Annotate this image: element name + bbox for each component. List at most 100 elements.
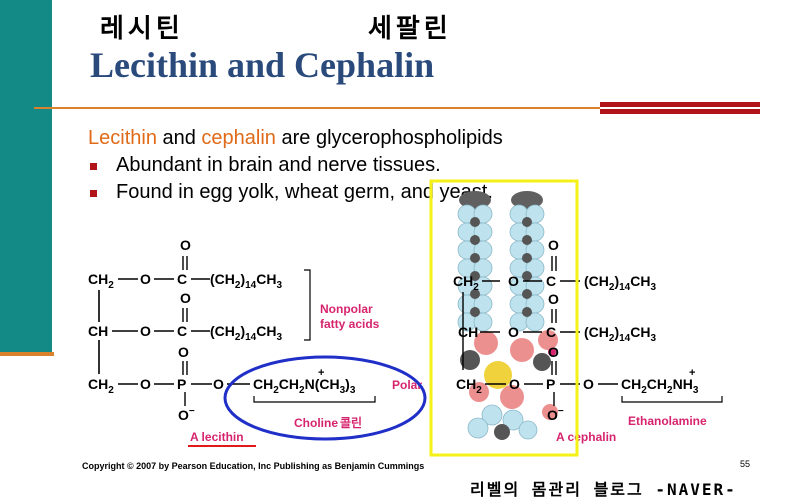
bullet-text-1: Abundant in brain and nerve tissues.	[116, 154, 441, 176]
title-divider-line	[34, 107, 760, 109]
tail-carbon	[522, 253, 532, 263]
phosphoryl-oxygen: O	[548, 344, 559, 360]
choline-bracket	[253, 396, 376, 403]
blog-watermark: 리벨의 몸관리 블로그 -NAVER-	[470, 480, 737, 499]
oxygen-sphere	[542, 404, 558, 420]
carbon-sphere	[533, 353, 551, 371]
carbonyl-oxygen: O	[180, 290, 191, 306]
oxygen-sphere	[510, 338, 534, 362]
choline-label-text: Choline	[294, 416, 338, 430]
tail-hydrogen	[525, 312, 545, 332]
oxygen-atom: O	[583, 376, 594, 392]
carbon-atom: C	[546, 324, 556, 340]
copyright-footer: Copyright © 2007 by Pearson Education, I…	[82, 461, 425, 471]
intro-term-lecithin: Lecithin	[88, 127, 157, 149]
page-number: 55	[740, 459, 751, 469]
cephalin-caption: A cephalin	[556, 430, 616, 444]
phosphorus-sphere	[484, 361, 512, 389]
intro-sentence: Lecithin and cephalin are glycerophospho…	[88, 127, 503, 150]
carbon-sphere	[460, 350, 480, 370]
head-hydrogen	[481, 404, 503, 426]
ch-group: CH	[458, 324, 478, 340]
tail-carbon	[522, 271, 532, 281]
tail-hydrogen	[473, 312, 493, 332]
oxygen-atom: O	[509, 376, 520, 392]
head-hydrogen	[502, 409, 524, 431]
cephalin-structure: CH2 O C O (CH2)14CH3 CH O C O (CH2)14CH3…	[453, 237, 723, 444]
fatty-acid-bracket	[304, 269, 311, 341]
bullet-marker	[90, 190, 97, 197]
tail-carbon	[470, 271, 480, 281]
tail-carbon	[522, 289, 532, 299]
oxide-anion: O−	[547, 406, 564, 423]
carbon-atom: C	[546, 273, 556, 289]
oxygen-sphere	[538, 330, 558, 350]
ch2-group: CH2	[88, 376, 114, 396]
carbonyl-oxygen: O	[548, 291, 559, 307]
phosphoryl-oxygen: O	[178, 344, 189, 360]
choline-korean-text: 콜린	[340, 415, 362, 430]
lecithin-structure: CH2 O C O (CH2)14CH3 CH O C O (CH2)14CH3…	[88, 237, 427, 447]
head-hydrogen	[518, 420, 538, 440]
intro-rest: are glycerophospholipids	[275, 127, 503, 149]
ch2-group: CH2	[88, 271, 114, 291]
oxygen-atom: O	[213, 376, 224, 392]
handwritten-lecithin-korean: 레시틴	[100, 14, 184, 44]
charge-dot	[548, 348, 556, 356]
oxygen-atom: O	[140, 376, 151, 392]
intro-term-cephalin: cephalin	[201, 127, 276, 149]
tail-carbon	[470, 235, 480, 245]
fatty-chain: (CH2)14CH3	[210, 323, 282, 343]
head-hydrogen	[467, 417, 489, 439]
tail-right	[509, 191, 545, 332]
oxygen-atom: O	[508, 273, 519, 289]
ch2-group: CH2	[456, 376, 482, 396]
ch-group: CH	[88, 323, 108, 339]
positive-charge: +	[318, 367, 324, 379]
ethanolamine-label: Ethanolamine	[628, 414, 707, 428]
fatty-chain: (CH2)14CH3	[584, 324, 656, 344]
highlight-box	[429, 179, 579, 457]
intro-and: and	[156, 127, 202, 149]
tail-carbon	[470, 307, 480, 317]
polar-head-ellipse	[223, 355, 427, 441]
phosphorus-atom: P	[177, 376, 186, 392]
sidebar-orange-edge	[0, 352, 54, 356]
slide-title: Lecithin and Cephalin	[90, 45, 435, 85]
fatty-acids-label: fatty acids	[320, 317, 380, 331]
fatty-chain: (CH2)14CH3	[210, 271, 282, 291]
space-filling-model	[457, 191, 558, 440]
polar-label: Polar	[392, 378, 422, 392]
title-divider-accent-gap	[600, 107, 760, 109]
tail-carbon	[522, 307, 532, 317]
carbonyl-oxygen: O	[548, 237, 559, 253]
oxygen-atom: O	[140, 271, 151, 287]
ethanolamine-bracket	[621, 396, 723, 403]
lecithin-caption: A lecithin	[190, 430, 244, 444]
tail-atom-cap	[511, 191, 543, 209]
oxygen-sphere	[500, 385, 524, 409]
fatty-chain: (CH2)14CH3	[584, 273, 656, 293]
oxide-anion: O−	[178, 406, 195, 423]
carbon-atom: C	[177, 271, 187, 287]
model-head	[460, 330, 558, 440]
bullet-marker	[90, 163, 97, 170]
nitrogen-sphere	[494, 424, 510, 440]
nonpolar-label: Nonpolar	[320, 302, 373, 316]
phosphorus-atom: P	[546, 376, 555, 392]
tail-atom-cap	[459, 191, 491, 209]
tail-carbon	[470, 289, 480, 299]
teal-sidebar-bar	[0, 0, 52, 355]
tail-carbon	[522, 217, 532, 227]
ch2-group: CH2	[453, 273, 479, 293]
tail-left	[457, 191, 493, 332]
oxygen-sphere	[474, 331, 498, 355]
oxygen-atom: O	[140, 323, 151, 339]
tail-carbon	[522, 235, 532, 245]
carbonyl-oxygen: O	[180, 237, 191, 253]
handwritten-cephalin-korean: 세팔린	[368, 14, 452, 44]
carbon-atom: C	[177, 323, 187, 339]
